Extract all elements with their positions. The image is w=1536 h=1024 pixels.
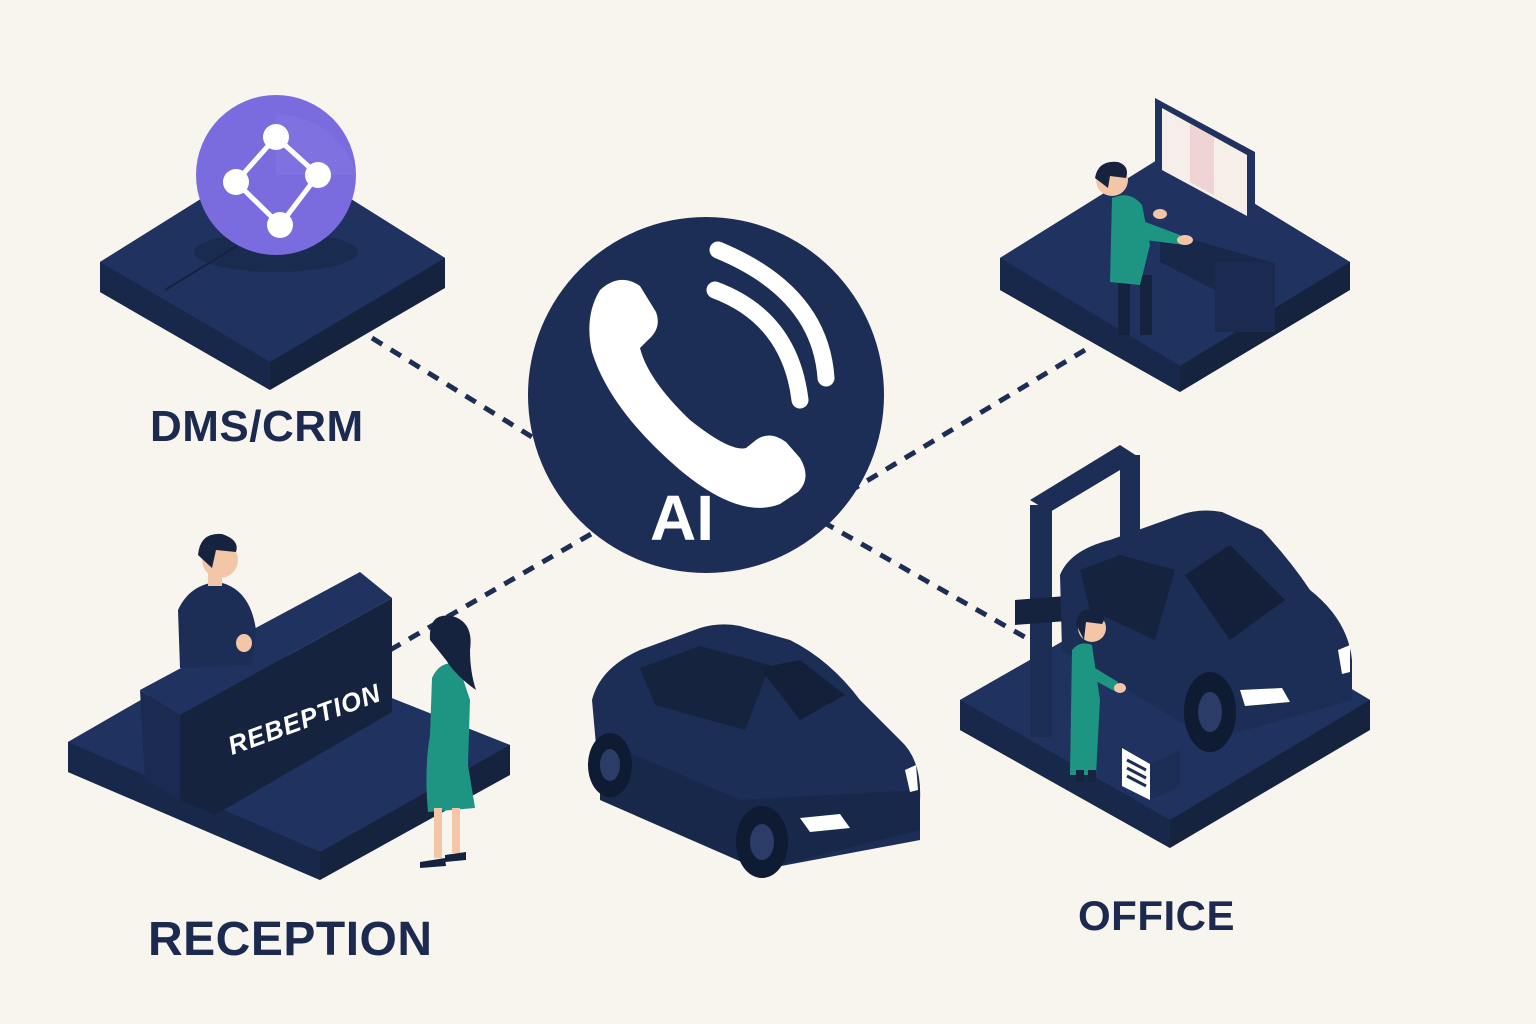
mechanic	[1070, 609, 1126, 782]
network-nodes-icon	[196, 95, 356, 255]
workstation-person	[1070, 161, 1193, 335]
receptionist	[178, 533, 256, 668]
phone-ringing-icon	[589, 241, 835, 508]
connector-reception	[388, 527, 600, 653]
workstation-platform	[1000, 152, 1350, 392]
office-label: OFFICE	[1078, 892, 1235, 939]
computer-monitor-icon	[1155, 98, 1275, 332]
hub-label: AI	[650, 482, 714, 554]
car-lift-icon	[1015, 445, 1140, 737]
tool-box	[1122, 736, 1180, 800]
dms-crm-label: DMS/CRM	[150, 402, 364, 451]
customer-woman	[420, 615, 476, 868]
connector-office	[821, 519, 1032, 643]
connectors	[370, 335, 1087, 653]
ai-hub: AI	[528, 217, 884, 573]
connector-workstation	[833, 347, 1087, 503]
connector-dms-crm	[370, 335, 547, 448]
car-icon	[588, 624, 921, 878]
reception-desk: REBEPTION	[140, 572, 392, 815]
dms-crm-platform	[100, 152, 445, 390]
lifted-car	[1060, 510, 1352, 752]
reception-label: RECEPTION	[148, 913, 433, 966]
